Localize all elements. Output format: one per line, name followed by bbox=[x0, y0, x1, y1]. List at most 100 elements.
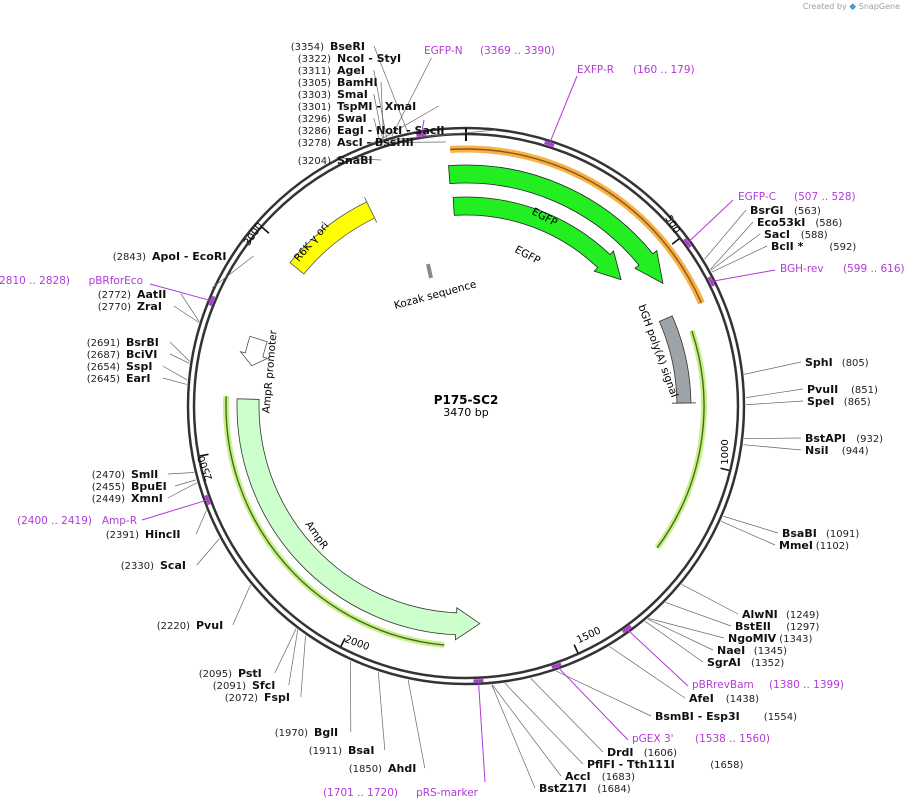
feature-egfp-inner bbox=[452, 196, 622, 281]
primer-range: (599 .. 616) bbox=[843, 263, 905, 275]
credit-text: Created by bbox=[802, 2, 847, 11]
site-position: (2391) bbox=[106, 530, 139, 541]
site-position: (944) bbox=[842, 446, 869, 457]
leader-line bbox=[162, 365, 188, 381]
leader-line bbox=[174, 479, 197, 487]
primer-leader bbox=[149, 283, 212, 302]
site-position: (3303) bbox=[298, 90, 331, 101]
site-name: BsaBI bbox=[782, 527, 817, 540]
site-position: (3311) bbox=[298, 66, 331, 77]
leader-line bbox=[491, 684, 536, 789]
leader-line bbox=[743, 444, 802, 451]
leader-line bbox=[744, 361, 802, 375]
leader-line bbox=[609, 646, 686, 699]
site-name: AscI - BssHII bbox=[337, 136, 414, 149]
site-position: (3354) bbox=[291, 42, 324, 53]
site-name: EagI - NotI - SacII bbox=[337, 124, 445, 137]
site-name: SmlI bbox=[131, 468, 158, 481]
site-position: (592) bbox=[829, 242, 856, 253]
leader-line bbox=[211, 255, 254, 289]
site-position: (2645) bbox=[87, 374, 120, 385]
primer-range: (3369 .. 3390) bbox=[480, 45, 555, 57]
site-position: (2095) bbox=[199, 669, 232, 680]
site-name: PvuI bbox=[196, 619, 223, 632]
primer-mark bbox=[551, 662, 562, 669]
site-name: SwaI bbox=[337, 112, 367, 125]
primer-leader bbox=[711, 269, 776, 282]
site-name: FspI bbox=[264, 691, 290, 704]
tick-mark-2000 bbox=[340, 638, 346, 647]
leader-line bbox=[374, 129, 497, 142]
site-name: XmnI bbox=[131, 492, 163, 505]
site-position: (2455) bbox=[92, 482, 125, 493]
feature-r6k-ori bbox=[289, 197, 378, 275]
primer-mark bbox=[683, 238, 692, 248]
site-name: BclI * bbox=[771, 240, 804, 253]
leader-line bbox=[648, 618, 725, 639]
site-position: (586) bbox=[815, 218, 842, 229]
leader-line bbox=[744, 437, 802, 439]
leader-line bbox=[723, 515, 779, 534]
feature-label-egfp-inner: EGFP bbox=[513, 244, 543, 267]
site-position: (2843) bbox=[113, 252, 146, 263]
primer-name: EGFP-C bbox=[738, 191, 776, 203]
site-position: (1658) bbox=[710, 760, 743, 771]
site-name: BstAPI bbox=[805, 432, 846, 445]
site-name: MmeI bbox=[779, 539, 813, 552]
primer-range: (1538 .. 1560) bbox=[695, 733, 770, 745]
feature-ampr bbox=[236, 398, 481, 641]
feature-ampr-promoter bbox=[239, 335, 269, 367]
feature-label-kozak: Kozak sequence bbox=[393, 278, 478, 312]
feature-bgh-polya bbox=[658, 315, 696, 404]
site-position: (1970) bbox=[275, 728, 308, 739]
leader-line bbox=[373, 117, 380, 140]
site-position: (1606) bbox=[644, 748, 677, 759]
site-name: SphI bbox=[805, 356, 833, 369]
primer-name: Amp-R bbox=[102, 515, 137, 527]
site-name: BstEII bbox=[735, 620, 771, 633]
site-name: AhdI bbox=[388, 762, 416, 775]
site-name: SnaBI bbox=[337, 154, 373, 167]
primer-mark bbox=[707, 276, 715, 287]
site-name: ApoI - EcoRI bbox=[152, 250, 226, 263]
highlight-green-right-core bbox=[656, 330, 705, 549]
primer-mark bbox=[208, 295, 216, 307]
tick-label-500: 500 bbox=[662, 214, 681, 236]
leader-line bbox=[162, 377, 187, 385]
site-position: (865) bbox=[844, 397, 871, 408]
site-name: SpeI bbox=[807, 395, 834, 408]
leader-line bbox=[196, 538, 220, 566]
leader-line bbox=[300, 635, 306, 698]
site-position: (3204) bbox=[298, 156, 331, 167]
site-position: (1102) bbox=[816, 541, 849, 552]
site-position: (851) bbox=[851, 385, 878, 396]
leader-line bbox=[745, 388, 804, 398]
site-name: BsaI bbox=[348, 744, 374, 757]
site-name: PstI bbox=[238, 667, 262, 680]
site-name: SmaI bbox=[337, 88, 368, 101]
primer-range: (2400 .. 2419) bbox=[17, 515, 92, 527]
brand-name: SnapGene bbox=[858, 2, 900, 11]
site-position: (1683) bbox=[602, 772, 635, 783]
primer-name: pRS-marker bbox=[416, 787, 479, 799]
leader-line bbox=[647, 618, 714, 651]
site-name: TspMI - XmaI bbox=[337, 100, 416, 113]
leader-line bbox=[492, 684, 562, 777]
leader-line bbox=[167, 472, 195, 475]
site-name: NaeI bbox=[717, 644, 745, 657]
site-name: PflFI - Tth111I bbox=[587, 758, 675, 771]
site-name: SspI bbox=[126, 360, 152, 373]
site-position: (2220) bbox=[157, 621, 190, 632]
site-position: (2654) bbox=[87, 362, 120, 373]
plasmid-size: 3470 bp bbox=[443, 406, 488, 419]
site-position: (1343) bbox=[779, 634, 812, 645]
site-name: SfcI bbox=[252, 679, 275, 692]
primer-name: pGEX 3' bbox=[632, 733, 674, 745]
site-position: (2470) bbox=[92, 470, 125, 481]
site-name: AccI bbox=[565, 770, 591, 783]
primer-name: pBRforEco bbox=[89, 275, 143, 287]
leader-line bbox=[530, 678, 604, 753]
leader-line bbox=[169, 341, 190, 362]
